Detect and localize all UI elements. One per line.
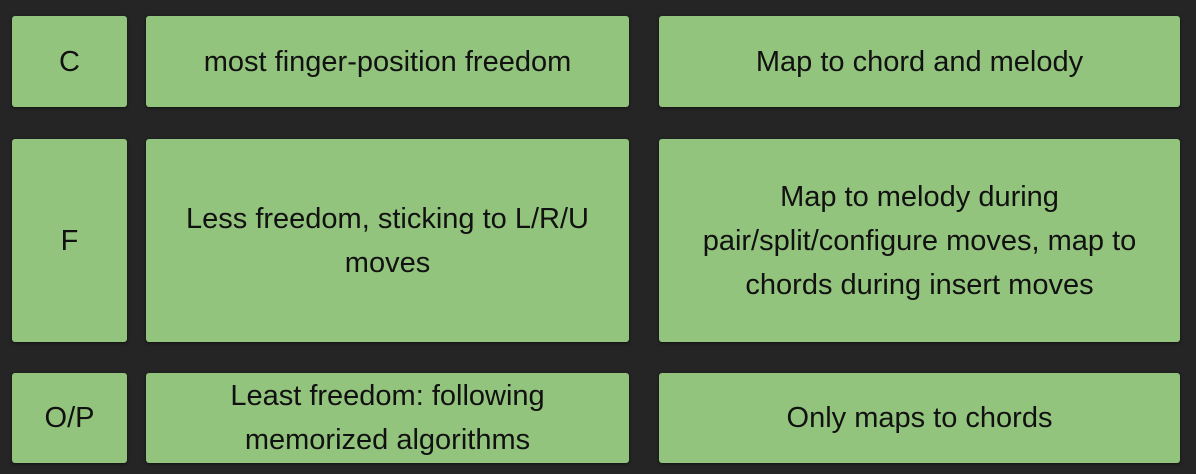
mapping-cell-op: Only maps to chords	[659, 373, 1180, 463]
mapping-cell-c: Map to chord and melody	[659, 16, 1180, 107]
freedom-cell-c: most finger-position freedom	[146, 16, 629, 107]
mapping-text: Only maps to chords	[786, 402, 1053, 434]
mapping-cell-f: Map to melody during pair/split/configur…	[659, 139, 1180, 342]
level-cell-c: C	[12, 16, 127, 107]
freedom-text: Less freedom, sticking to L/R/U moves	[186, 202, 589, 279]
level-label: O/P	[44, 402, 95, 434]
level-cell-f: F	[12, 139, 127, 342]
freedom-text: most finger-position freedom	[203, 45, 572, 78]
freedom-text: Least freedom: following memorized algor…	[230, 380, 545, 456]
mapping-text: Map to melody during pair/split/configur…	[702, 180, 1137, 301]
freedom-cell-f: Less freedom, sticking to L/R/U moves	[146, 139, 629, 342]
freedom-cell-op: Least freedom: following memorized algor…	[146, 373, 629, 463]
level-label: C	[59, 45, 80, 78]
level-label: F	[60, 224, 79, 257]
mapping-text: Map to chord and melody	[755, 45, 1084, 78]
level-cell-op: O/P	[12, 373, 127, 463]
